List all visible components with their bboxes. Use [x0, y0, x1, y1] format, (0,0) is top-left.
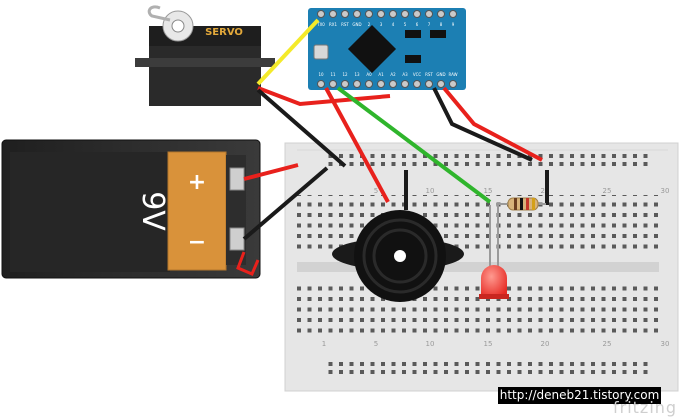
arduino-pin-label: 8 [440, 22, 443, 27]
arduino-pin-label: VCC [413, 72, 422, 77]
wire-arduino-led [336, 86, 492, 204]
arduino-pin [437, 80, 445, 88]
arduino-pin [389, 80, 397, 88]
arduino-pin-label: RST [341, 22, 349, 27]
arduino-pin-label: A1 [378, 72, 384, 77]
bottom-hole-grid [296, 281, 660, 336]
arduino-pin-label: RST [425, 72, 433, 77]
reset-button[interactable] [313, 44, 329, 60]
wire-servo-ground [256, 88, 347, 168]
arduino-pin-label: 5 [404, 22, 407, 27]
atmega-chip [347, 24, 397, 74]
breadboard-column-number: 10 [426, 340, 435, 348]
arduino-pin-label: 9 [452, 22, 455, 27]
resistor [496, 197, 546, 211]
arduino-pin [377, 80, 385, 88]
battery-minus-terminal [229, 227, 245, 251]
arduino-pin-label: RX1 [329, 22, 338, 27]
wire-arduino-buzzer [324, 87, 390, 203]
arduino-pin [353, 10, 361, 18]
arduino-pin [413, 80, 421, 88]
arduino-pin-label: 13 [354, 72, 360, 77]
arduino-pin-label: 10 [318, 72, 324, 77]
center-channel [297, 262, 659, 272]
wire-battery-plus [243, 163, 299, 181]
arduino-pin [365, 80, 373, 88]
wire-servo-power [257, 86, 391, 107]
arduino-pin-label: A2 [390, 72, 396, 77]
arduino-pin-label: RAW [448, 72, 457, 77]
servo-motor: SERVO [135, 5, 275, 106]
piezo-buzzer [332, 210, 464, 302]
wires [236, 18, 549, 276]
bottom-power-rail [322, 360, 652, 376]
arduino-pin [449, 10, 457, 18]
arduino-pin [317, 80, 325, 88]
arduino-pin [401, 10, 409, 18]
servo-horn [147, 5, 171, 22]
led-red [479, 205, 509, 299]
arduino-pin [365, 10, 373, 18]
arduino-pin-label: 4 [392, 22, 395, 27]
battery-9v: + − 9V [1, 139, 261, 279]
wire-battery-minus-loop [236, 251, 260, 276]
arduino-pin-label: 7 [428, 22, 431, 27]
breadboard-column-number: 25 [603, 340, 612, 348]
arduino-pin-label: TX0 [316, 22, 325, 27]
breadboard-column-number: 15 [484, 187, 493, 195]
breadboard-column-number: 30 [661, 340, 670, 348]
battery-plus-label: + [188, 170, 206, 195]
breadboard-column-number: 5 [374, 340, 378, 348]
breadboard-column-number: 1 [322, 340, 326, 348]
wire-arduino-gnd [432, 87, 533, 162]
arduino-pin [389, 10, 397, 18]
arduino-pin [341, 80, 349, 88]
breadboard-column-number: 25 [603, 187, 612, 195]
wire-arduino-vcc [442, 86, 543, 162]
arduino-pin [437, 10, 445, 18]
arduino-pin [341, 10, 349, 18]
breadboard-column-number: 10 [426, 187, 435, 195]
arduino-pin-label: 11 [330, 72, 336, 77]
breadboard-column-number: 20 [541, 340, 550, 348]
arduino-pin-label: 12 [342, 72, 348, 77]
breadboard-column-number: 15 [484, 340, 493, 348]
fritzing-logo: fritzing [613, 398, 678, 417]
arduino-pin [317, 10, 325, 18]
arduino-pin [449, 80, 457, 88]
battery-plus-terminal [229, 167, 245, 191]
top-hole-grid [296, 195, 660, 250]
arduino-pin [377, 10, 385, 18]
wire-servo-signal [256, 18, 320, 86]
arduino-pin [413, 10, 421, 18]
arduino-pin [425, 10, 433, 18]
breadboard-column-number: 30 [661, 187, 670, 195]
wire-battery-minus [242, 166, 329, 241]
breadboard-column-number: 5 [374, 187, 378, 195]
arduino-pin-label: 3 [380, 22, 383, 27]
arduino-pin-label: GND [352, 22, 361, 27]
arduino-pin [329, 10, 337, 18]
arduino-pin [353, 80, 361, 88]
arduino-pin [329, 80, 337, 88]
arduino-pin-label: A0 [366, 72, 372, 77]
arduino-pin [425, 80, 433, 88]
arduino-pin-label: GND [436, 72, 445, 77]
arduino-pin-label: 2 [368, 22, 371, 27]
battery-voltage-label: 9V [135, 191, 170, 231]
arduino-pin-label: 6 [416, 22, 419, 27]
servo-label: SERVO [205, 27, 243, 38]
battery-minus-label: − [188, 230, 206, 255]
arduino-pin [401, 80, 409, 88]
arduino-pin-label: A3 [402, 72, 408, 77]
watermark-url: http://deneb21.tistory.com [498, 387, 661, 404]
